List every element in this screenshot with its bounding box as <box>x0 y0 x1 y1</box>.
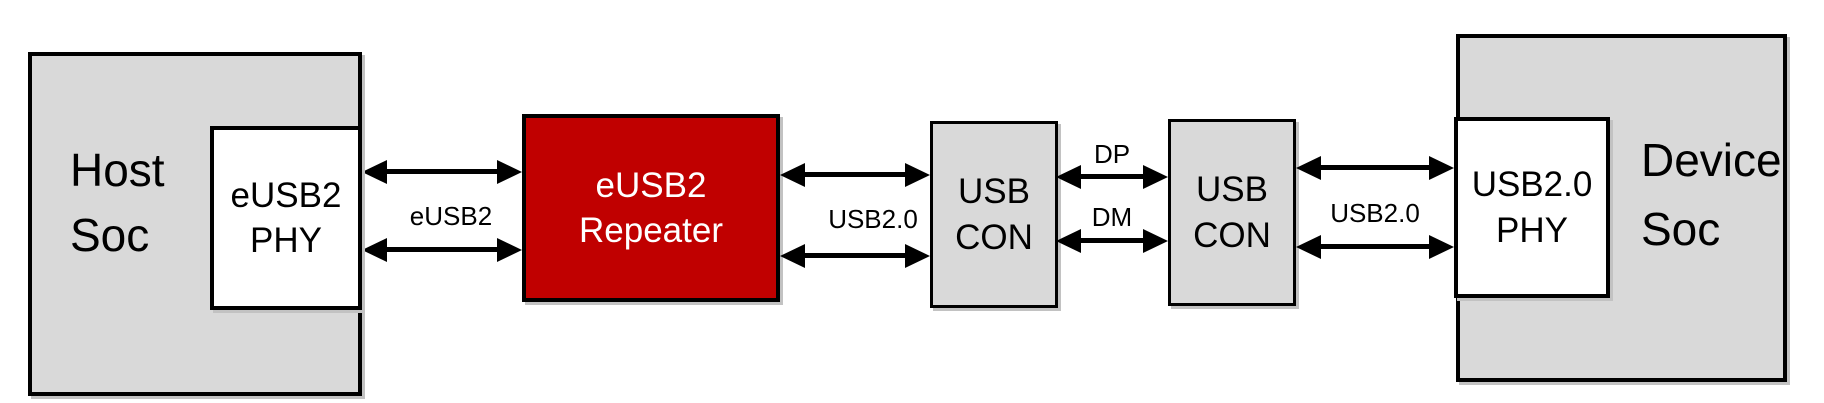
eusb2-link-arrow-top <box>362 160 522 184</box>
arrowhead-right-icon <box>1429 156 1454 180</box>
usb20-right-link-arrow-top <box>1296 156 1454 180</box>
arrow-shaft <box>1312 244 1438 249</box>
dm-link-label: DM <box>1091 202 1133 232</box>
host-soc-label-line1: Host <box>70 144 165 196</box>
usb-con-left-block: USB CON <box>930 121 1058 308</box>
usb-con-left-label-line2: CON <box>955 217 1033 257</box>
eusb2-repeater-label-line1: eUSB2 <box>595 165 707 205</box>
arrowhead-right-icon <box>497 160 522 184</box>
eusb2-link-arrow-bottom <box>362 238 522 262</box>
arrowhead-right-icon <box>1429 235 1454 259</box>
device-usb20-phy-label-line1: USB2.0 <box>1471 165 1593 204</box>
usb20-left-link-arrow-top <box>780 163 930 187</box>
device-soc-label-line2: Soc <box>1641 203 1721 255</box>
usb-con-right-label-line2: CON <box>1193 215 1271 255</box>
usb20-right-link-label: USB2.0 <box>1330 198 1420 228</box>
arrow-shaft <box>796 253 914 258</box>
usb20-left-link-label: USB2.0 <box>828 204 918 234</box>
arrowhead-right-icon <box>1143 229 1168 253</box>
arrow-shaft <box>796 172 914 177</box>
arrowhead-right-icon <box>905 163 930 187</box>
usb20-right-link-arrow-bottom <box>1296 235 1454 259</box>
usb-con-left-label: USB CON <box>955 169 1033 260</box>
arrow-shaft <box>1072 238 1152 243</box>
arrow-shaft <box>378 169 506 174</box>
usb20-left-link-arrow-bottom <box>780 244 930 268</box>
device-soc-label-line1: Device <box>1641 134 1782 186</box>
usb-con-left-label-line1: USB <box>958 172 1030 211</box>
device-usb20-phy-label-line2: PHY <box>1496 210 1568 250</box>
arrow-shaft <box>1072 174 1152 179</box>
host-soc-label-line2: Soc <box>70 209 150 262</box>
usb-con-right-label-line1: USB <box>1196 170 1268 209</box>
arrow-shaft <box>1312 165 1438 170</box>
dp-link-arrow <box>1056 165 1168 189</box>
usb-con-right-block: USB CON <box>1168 119 1296 306</box>
eusb2-repeater-label-line2: Repeater <box>579 211 723 250</box>
dp-link-label: DP <box>1093 139 1131 169</box>
arrowhead-right-icon <box>1143 165 1168 189</box>
usb-con-right-label: USB CON <box>1193 167 1271 258</box>
host-eusb2-phy-label-line2: PHY <box>250 221 322 260</box>
arrowhead-right-icon <box>905 244 930 268</box>
host-eusb2-phy-label-line1: eUSB2 <box>230 175 342 215</box>
arrowhead-right-icon <box>497 238 522 262</box>
arrow-shaft <box>378 247 506 252</box>
eusb2-link-label: eUSB2 <box>409 201 493 231</box>
dm-link-arrow <box>1056 229 1168 253</box>
